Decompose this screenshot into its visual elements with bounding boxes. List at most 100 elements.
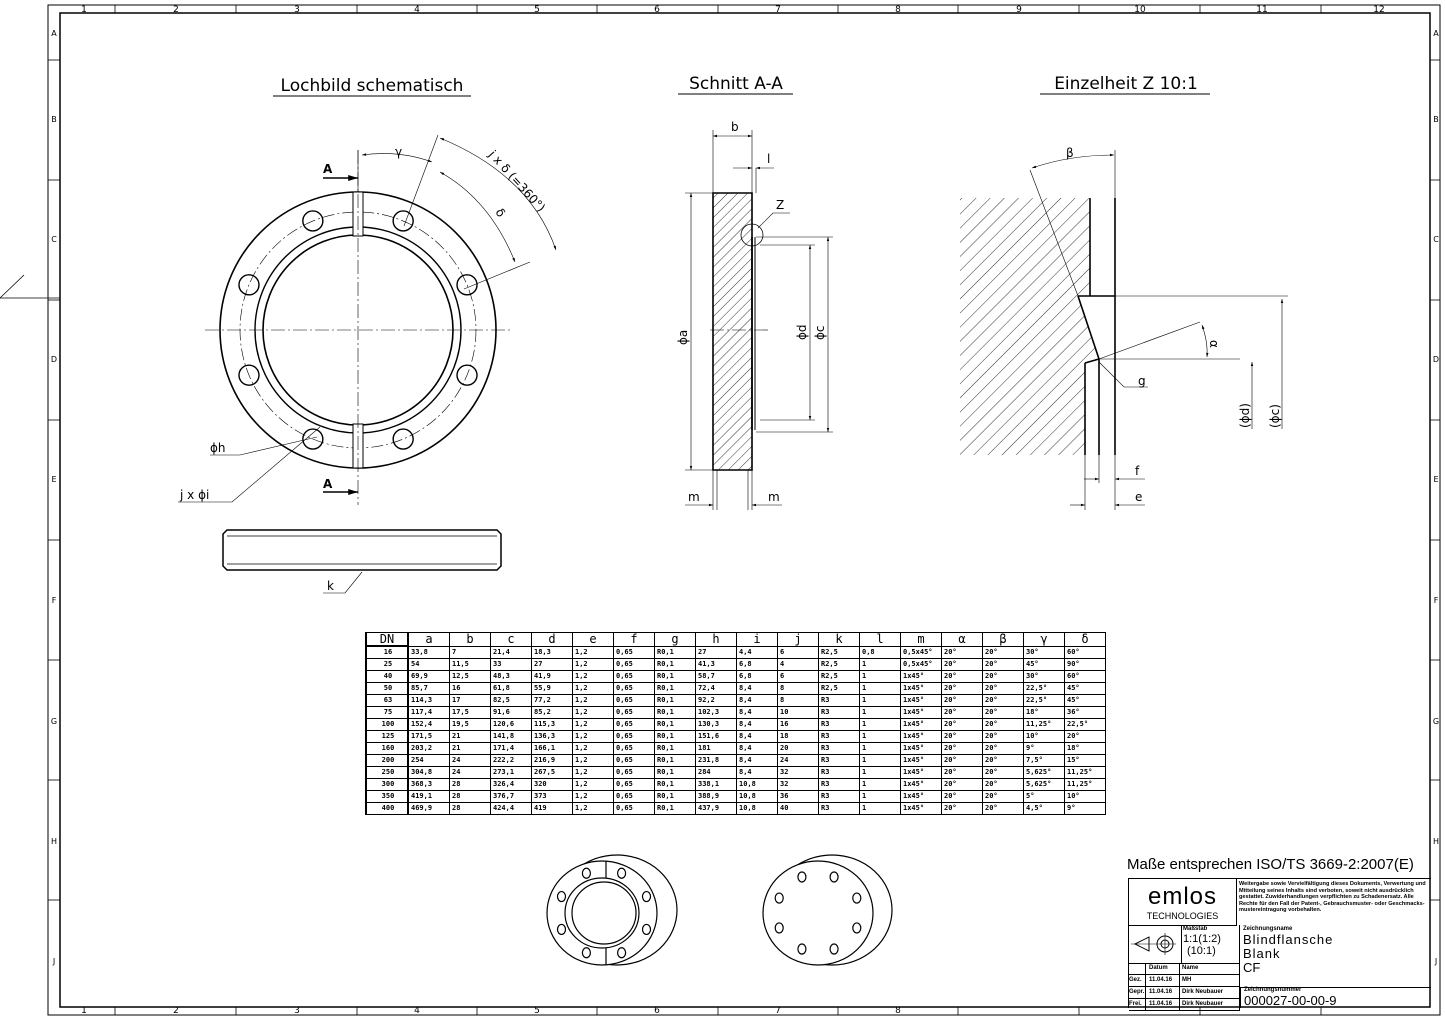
table-cell: 55,9 — [531, 682, 573, 695]
table-cell: R0,1 — [654, 778, 696, 791]
table-cell: 419 — [531, 802, 573, 815]
table-cell: 1,2 — [572, 718, 614, 731]
table-cell: R2,5 — [818, 645, 860, 659]
section-title: Schnitt A-A — [689, 74, 783, 94]
table-cell: 21,4 — [490, 645, 532, 659]
section-marker-top: A — [323, 162, 333, 176]
table-cell: 17 — [449, 694, 491, 707]
bolt-hole — [797, 871, 807, 883]
table-cell: 120,6 — [490, 718, 532, 731]
bolt-hole — [456, 364, 478, 386]
drawing-name-line2: Blank — [1243, 946, 1281, 961]
table-cell: 1 — [859, 682, 901, 695]
table-cell: 1 — [859, 742, 901, 755]
column-header: i — [736, 632, 778, 647]
frame-row-label: B — [51, 115, 57, 124]
table-cell: 20° — [982, 682, 1024, 695]
m-label-left: m — [688, 490, 700, 504]
table-cell: 18° — [1064, 742, 1106, 755]
frame-column-label: 6 — [654, 1006, 660, 1016]
table-cell: R3 — [818, 730, 860, 743]
bolt-hole — [302, 428, 324, 450]
table-cell: 36 — [777, 790, 819, 803]
table-cell: 30° — [1023, 670, 1065, 683]
table-cell: 11,5 — [449, 658, 491, 671]
table-cell: R0,1 — [654, 670, 696, 683]
table-cell: 320 — [531, 778, 573, 791]
table-cell: 0,8 — [859, 645, 901, 659]
frame-column-label: 11 — [1256, 5, 1267, 15]
table-cell: 0,65 — [613, 802, 655, 815]
table-cell: 12,5 — [449, 670, 491, 683]
table-cell: 20° — [941, 645, 983, 659]
table-cell: R0,1 — [654, 766, 696, 779]
column-header: e — [572, 632, 614, 647]
b-label: b — [731, 120, 739, 134]
copyright-notice: Weitergabe sowie Vervielfältigung dieses… — [1239, 881, 1426, 914]
bolt-hole — [617, 947, 627, 959]
table-cell: 0,65 — [613, 730, 655, 743]
table-cell: 33 — [490, 658, 532, 671]
table-cell: 1,2 — [572, 645, 614, 659]
table-cell: 9° — [1064, 802, 1106, 815]
table-cell: 27 — [695, 645, 737, 659]
table-cell: R0,1 — [654, 742, 696, 755]
table-cell: 437,9 — [695, 802, 737, 815]
table-cell: 82,5 — [490, 694, 532, 707]
table-cell: R0,1 — [654, 754, 696, 767]
table-cell: R0,1 — [654, 718, 696, 731]
table-cell: 20° — [1064, 730, 1106, 743]
frame-row-label: E — [1433, 475, 1438, 484]
table-cell: 125 — [365, 730, 409, 743]
table-cell: 69,9 — [407, 670, 450, 683]
table-cell: 338,1 — [695, 778, 737, 791]
detail-title: Einzelheit Z 10:1 — [1054, 74, 1198, 94]
table-cell: 6 — [777, 670, 819, 683]
table-cell: R3 — [818, 706, 860, 719]
column-header: d — [531, 632, 573, 647]
table-cell: 1,2 — [572, 694, 614, 707]
e-label: e — [1135, 490, 1142, 504]
bolt-hole — [302, 210, 324, 232]
table-cell: 45° — [1064, 682, 1106, 695]
first-angle-projection-icon — [1131, 933, 1176, 955]
table-cell: 136,3 — [531, 730, 573, 743]
table-cell: 20° — [941, 694, 983, 707]
table-cell: 20° — [982, 645, 1024, 659]
bolt-hole — [238, 274, 260, 296]
m-label-right: m — [768, 490, 780, 504]
table-cell: 20° — [982, 802, 1024, 815]
frame-column-label: 12 — [1373, 5, 1384, 15]
frame-column-label: 7 — [775, 1006, 781, 1016]
bolt-hole — [852, 922, 862, 934]
frame-row-label: F — [1434, 596, 1439, 605]
table-cell: 16 — [365, 645, 409, 659]
d-ref-label: (ϕd) — [1238, 403, 1252, 428]
table-cell: 90° — [1064, 658, 1106, 671]
table-cell: 60° — [1064, 645, 1106, 659]
table-cell: 8 — [777, 694, 819, 707]
frame-row-label: E — [51, 475, 56, 484]
table-cell: 50 — [365, 682, 409, 695]
table-cell: 10° — [1023, 730, 1065, 743]
c-label: ϕc — [813, 325, 827, 340]
frame-column-label: 7 — [775, 5, 781, 15]
scale-cell: Maßstab 1:1(1:2) (10:1) — [1181, 925, 1240, 964]
table-cell: 400 — [365, 802, 409, 815]
table-cell: 368,3 — [407, 778, 450, 791]
column-header: δ — [1064, 632, 1106, 647]
bolt-hole — [797, 943, 807, 955]
table-cell: 284 — [695, 766, 737, 779]
table-cell: R3 — [818, 754, 860, 767]
table-cell: 0,65 — [613, 742, 655, 755]
l-label: l — [767, 152, 770, 166]
table-cell: 20° — [941, 658, 983, 671]
table-cell: 130,3 — [695, 718, 737, 731]
table-cell: 28 — [449, 778, 491, 791]
table-cell: 1,2 — [572, 706, 614, 719]
